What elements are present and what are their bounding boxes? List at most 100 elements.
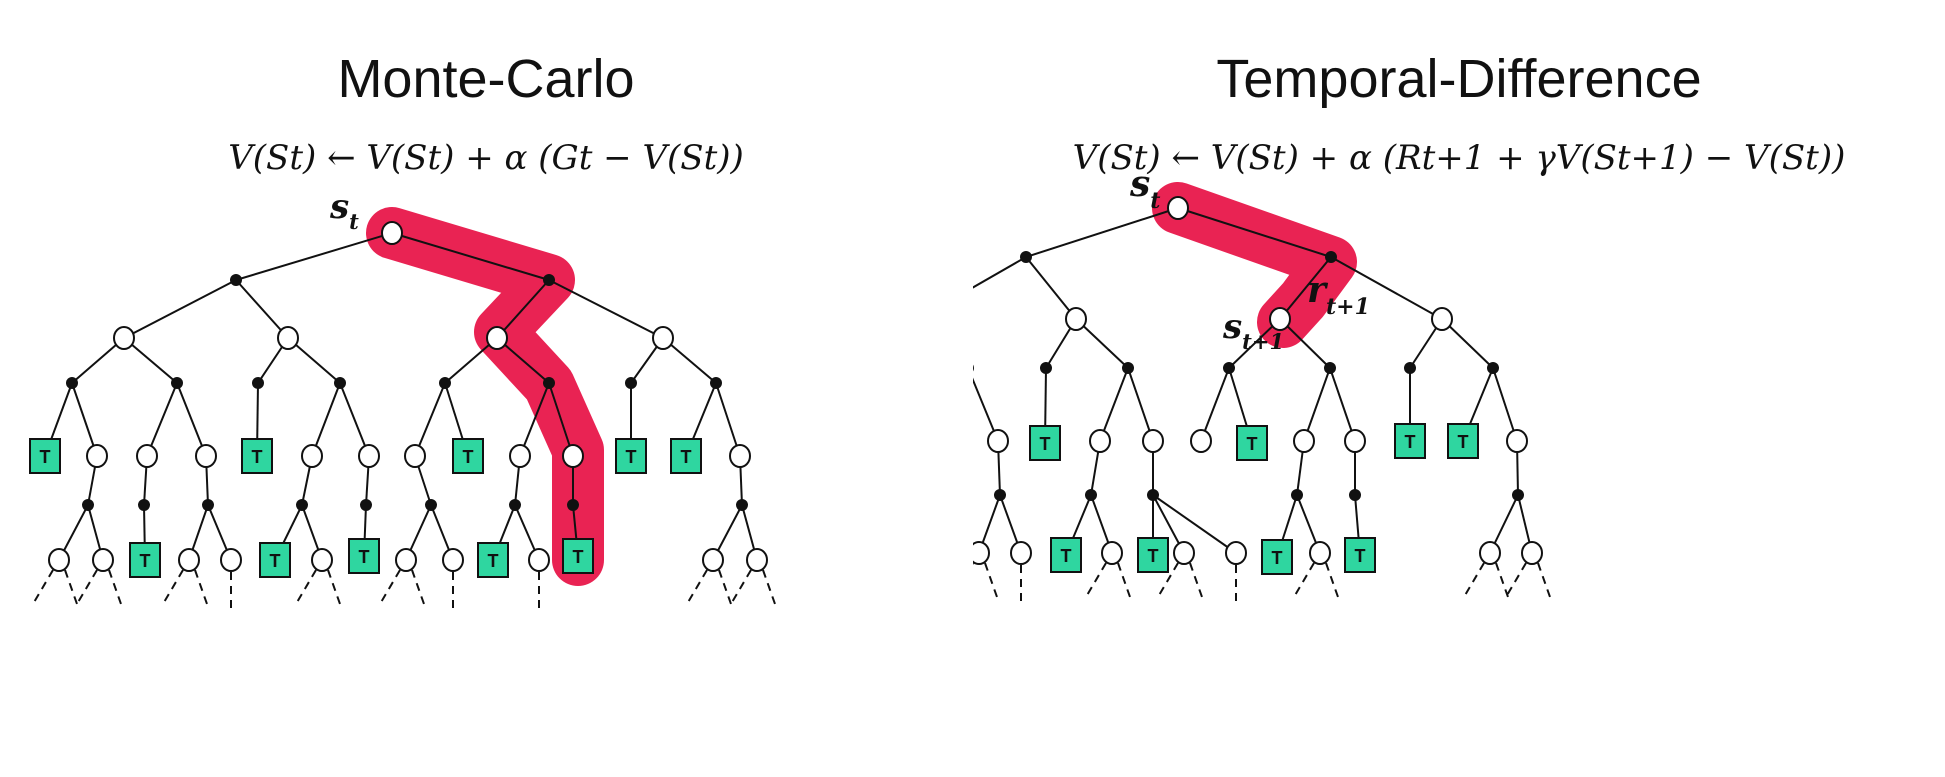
state-node — [1269, 307, 1291, 331]
state-node — [1142, 429, 1164, 453]
state-node — [92, 548, 114, 572]
continuation-edge — [411, 569, 425, 605]
action-node — [736, 499, 748, 511]
tree-edge — [311, 382, 341, 457]
terminal-node — [562, 538, 594, 574]
state-node — [1065, 307, 1087, 331]
tree-edge — [1279, 318, 1331, 369]
tree-edge — [235, 232, 393, 281]
action-node — [509, 499, 521, 511]
tree-edge — [444, 337, 498, 384]
continuation-edge — [1495, 562, 1509, 598]
tree-edge — [1492, 367, 1518, 442]
terminal-node — [259, 542, 291, 578]
tree-edge — [1441, 318, 1494, 369]
terminal-node — [1447, 423, 1479, 459]
continuation-edge — [1463, 562, 1485, 598]
temporal-difference-panel: Temporal-Difference V(St) ← V(St) + α (R… — [973, 0, 1945, 777]
state-node — [220, 548, 242, 572]
continuation-edge — [686, 569, 708, 605]
action-node — [1512, 489, 1524, 501]
tree-edge — [548, 279, 664, 339]
terminal-label: T — [681, 447, 692, 467]
terminal-node — [1029, 425, 1061, 461]
action-node — [1223, 362, 1235, 374]
continuation-edge — [327, 569, 341, 605]
action-node — [82, 499, 94, 511]
temporal-difference-backup-tree: TTTTTTTTTTstst+1rt+1 — [973, 163, 1551, 601]
state-node — [973, 541, 990, 565]
action-node — [1487, 362, 1499, 374]
terminal-node — [1261, 539, 1293, 575]
terminal-node — [129, 542, 161, 578]
state-node — [1101, 541, 1123, 565]
continuation-edge — [162, 569, 184, 605]
action-node — [439, 377, 451, 389]
terminal-node — [1137, 537, 1169, 573]
continuation-edge — [1537, 562, 1551, 598]
terminal-node — [1050, 537, 1082, 573]
continuation-edge — [194, 569, 208, 605]
state-node — [1190, 429, 1212, 453]
state-node — [381, 221, 403, 245]
action-node — [973, 364, 974, 372]
state-node — [178, 548, 200, 572]
action-node — [1404, 362, 1416, 374]
state-node — [404, 444, 426, 468]
terminal-label: T — [1247, 434, 1258, 454]
tree-edge — [496, 337, 550, 384]
tree-edge — [287, 337, 341, 384]
terminal-node — [670, 438, 702, 474]
state-node — [136, 444, 158, 468]
tree-edge — [1329, 367, 1356, 442]
action-node — [1147, 489, 1159, 501]
monte-carlo-panel: Monte-Carlo V(St) ← V(St) + α (Gt − V(St… — [0, 0, 972, 777]
continuation-edge — [1157, 562, 1179, 598]
action-node — [1325, 251, 1337, 263]
terminal-label: T — [463, 447, 474, 467]
action-node — [252, 377, 264, 389]
state-node — [729, 444, 751, 468]
tree-edge — [1152, 494, 1237, 554]
tree-edge — [715, 382, 741, 457]
continuation-edge — [1293, 562, 1315, 598]
tree-edge — [519, 382, 550, 457]
state-node — [86, 444, 108, 468]
continuation-edge — [984, 562, 998, 598]
terminal-node — [1394, 423, 1426, 459]
state-node — [509, 444, 531, 468]
tree-edge — [548, 382, 574, 457]
action-node — [1040, 362, 1052, 374]
terminal-label: T — [1061, 546, 1072, 566]
state-node — [1010, 541, 1032, 565]
continuation-edge — [1505, 562, 1527, 598]
state-node — [1225, 541, 1247, 565]
tree-edge — [973, 256, 1027, 289]
tree-edge — [71, 382, 98, 457]
terminal-node — [1236, 425, 1268, 461]
action-node — [1122, 362, 1134, 374]
temporal-difference-formula: V(St) ← V(St) + α (Rt+1 + γV(St+1) − V(S… — [1072, 138, 1846, 178]
terminal-label: T — [488, 551, 499, 571]
action-node — [334, 377, 346, 389]
action-node — [296, 499, 308, 511]
action-node — [360, 499, 372, 511]
action-node — [138, 499, 150, 511]
terminal-label: T — [626, 447, 637, 467]
action-node — [1020, 251, 1032, 263]
terminal-label: T — [1405, 432, 1416, 452]
terminal-node — [29, 438, 61, 474]
action-node — [202, 499, 214, 511]
tree-edge — [496, 279, 550, 339]
state-node — [486, 326, 508, 350]
terminal-label: T — [252, 447, 263, 467]
continuation-edge — [1325, 562, 1339, 598]
action-node — [1085, 489, 1097, 501]
state-node — [1173, 541, 1195, 565]
state-node — [358, 444, 380, 468]
continuation-edge — [730, 569, 752, 605]
terminal-node — [452, 438, 484, 474]
action-node — [1349, 489, 1361, 501]
state-node — [1479, 541, 1501, 565]
terminal-label: T — [1040, 434, 1051, 454]
